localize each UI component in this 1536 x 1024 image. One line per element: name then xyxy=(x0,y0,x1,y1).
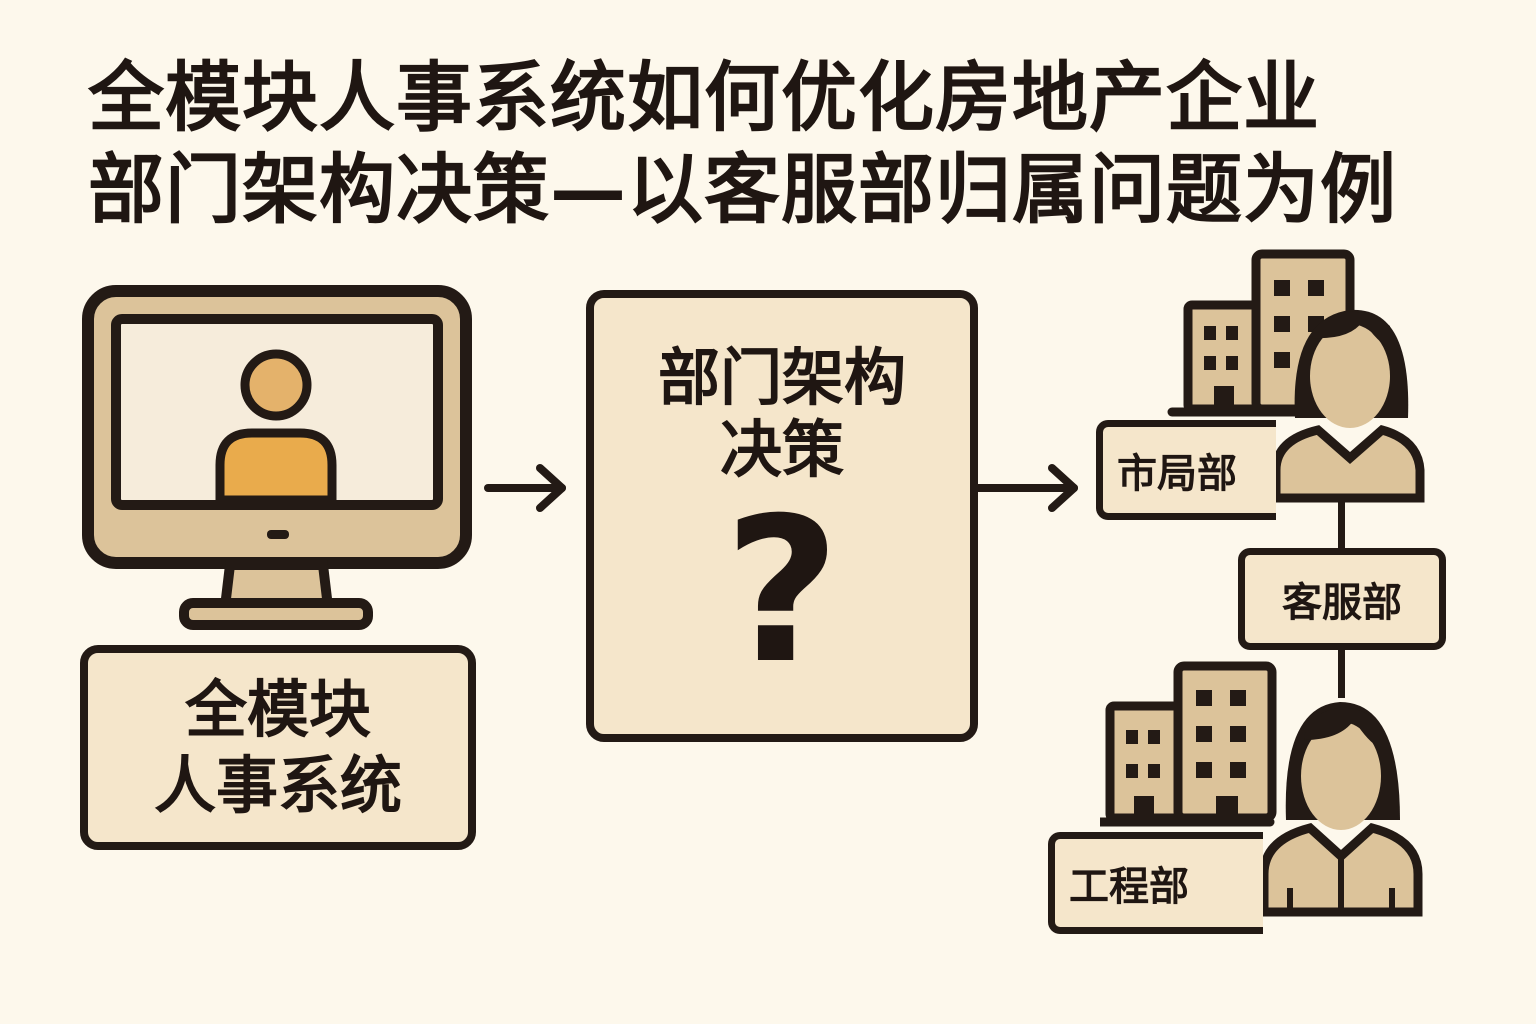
building-person-icon xyxy=(1167,249,1425,503)
arrow-right-icon xyxy=(976,464,1078,512)
arrow-right-icon xyxy=(484,464,566,512)
department-market: 市局部 xyxy=(1096,420,1276,520)
department-customer-service: 客服部 xyxy=(1238,548,1446,650)
page-title: 全模块人事系统如何优化房地产企业 部门架构决策—以客服部归属问题为例 xyxy=(88,52,1508,236)
computer-monitor-user-icon xyxy=(82,285,472,630)
decision-box: 部门架构 决策 ? xyxy=(586,290,978,742)
department-label: 工程部 xyxy=(1069,864,1189,910)
title-line-2: 部门架构决策—以客服部归属问题为例 xyxy=(88,145,1397,234)
department-label: 客服部 xyxy=(1282,580,1402,626)
building-person-icon xyxy=(1100,661,1423,917)
connector-line xyxy=(1338,490,1345,550)
department-engineering: 工程部 xyxy=(1048,832,1263,934)
department-label: 市局部 xyxy=(1117,451,1237,497)
decision-label-line-1: 部门架构 xyxy=(657,341,906,414)
question-mark-icon: ? xyxy=(723,475,840,708)
decision-label-line-2: 决策 xyxy=(719,413,844,486)
connector-line xyxy=(1338,648,1345,698)
hr-system-label: 全模块 人事系统 xyxy=(80,645,476,850)
hr-label-line-2: 人事系统 xyxy=(153,748,402,822)
title-line-1: 全模块人事系统如何优化房地产企业 xyxy=(88,53,1320,142)
hr-label-line-1: 全模块 xyxy=(184,672,371,746)
